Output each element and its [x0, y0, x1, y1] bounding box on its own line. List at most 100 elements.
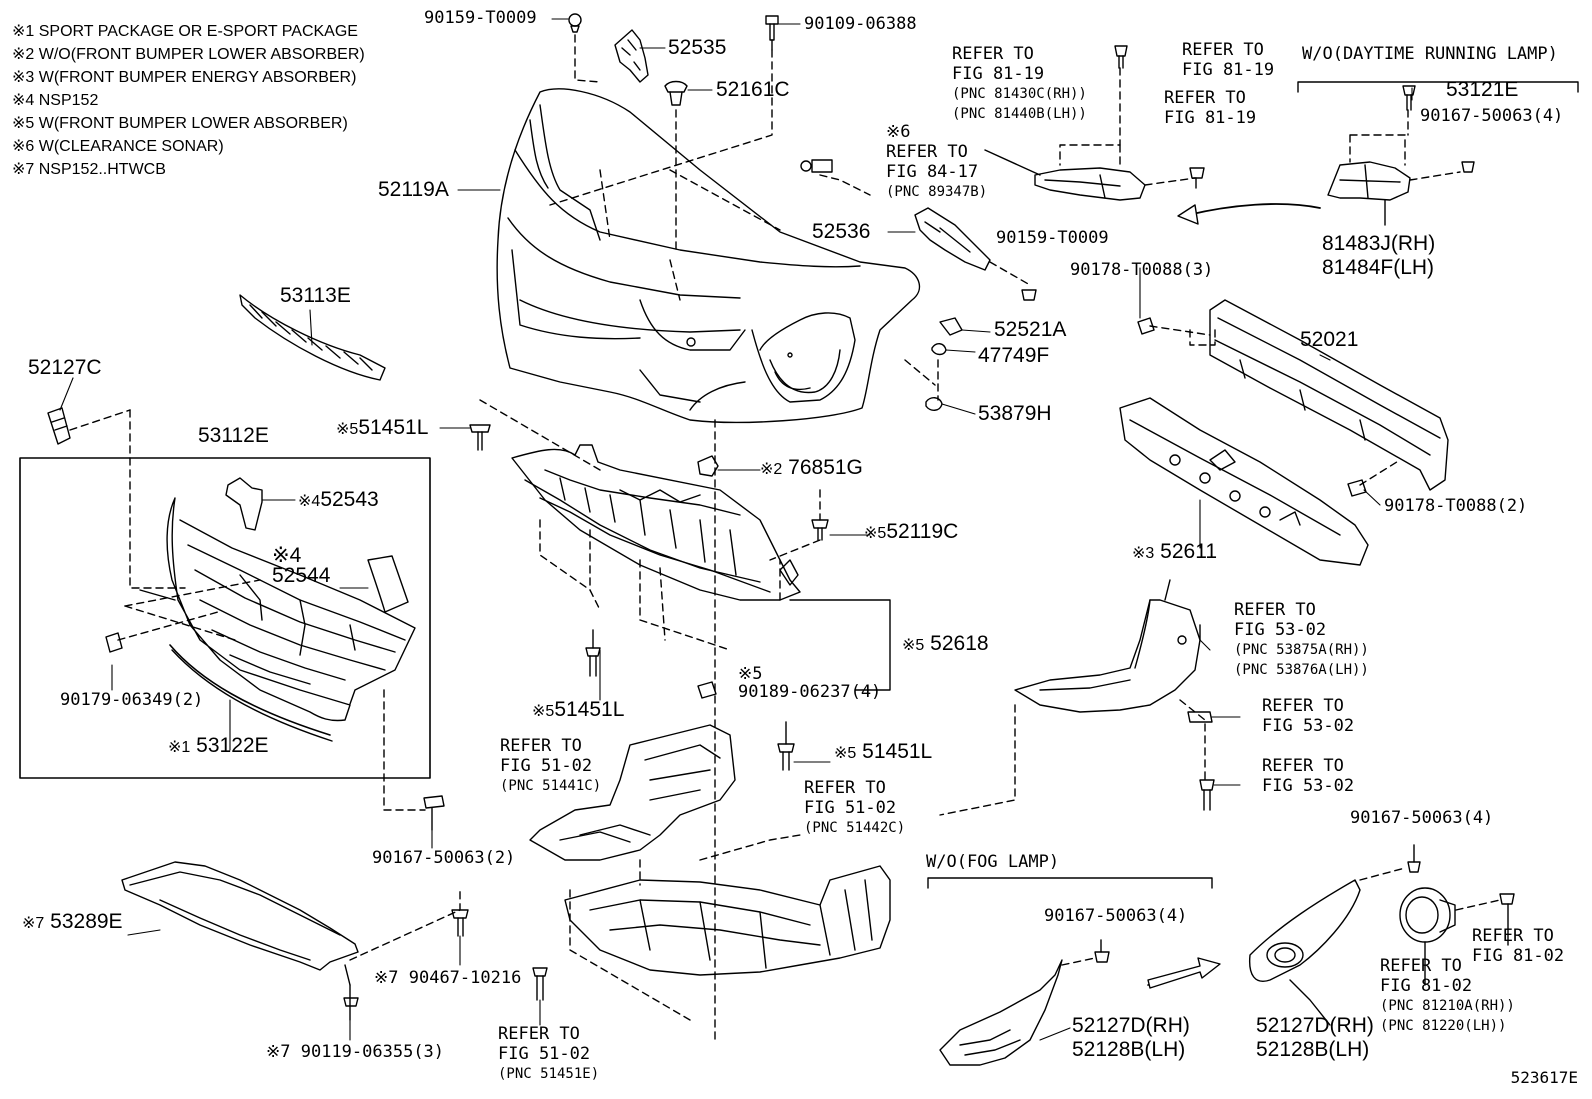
label-90179: 90179-06349(2) [60, 690, 204, 710]
label-51451L-low-number: 51451L [862, 740, 933, 763]
grille-53113E-drawing [239, 294, 386, 381]
cover-53289E-drawing [121, 861, 469, 1021]
note-4: ※4 NSP152 [12, 92, 99, 109]
note-7: ※7 NSP152..HTWCB [12, 161, 166, 178]
label-90167-drl: 90167-50063(4) [1420, 106, 1564, 126]
label-90178-a: 90178-T0088(3) [1070, 260, 1214, 280]
label-53122E-number: 53122E [196, 734, 269, 757]
beam-52021-drawing [1137, 299, 1449, 497]
ref-51-02-c[interactable]: REFER TO FIG 51-02 (PNC 51451E) [498, 1024, 599, 1084]
note-marker: ※5 [864, 525, 887, 542]
clips-52521A-47749F-53879H-drawing [904, 317, 963, 411]
ref-53-02-b[interactable]: REFER TO FIG 53-02 [1262, 696, 1354, 736]
clip-52127C-drawing [47, 407, 186, 589]
ref-line: (PNC 81210A(RH)) [1380, 998, 1515, 1014]
label-81484F: 81484F(LH) [1322, 256, 1435, 279]
note-1: ※1 SPORT PACKAGE OR E-SPORT PACKAGE [12, 23, 358, 40]
ref-84-17[interactable]: ※6 REFER TO FIG 84-17 (PNC 89347B) [886, 122, 987, 202]
label-90189-note: ※5 [738, 664, 763, 684]
label-51451L-top: ※551451L [336, 416, 428, 442]
ref-51-02-b[interactable]: REFER TO FIG 51-02 (PNC 51442C) [804, 778, 905, 838]
note-6: ※6 W(CLEARANCE SONAR) [12, 138, 224, 155]
ref-line: REFER TO [1234, 600, 1316, 620]
label-81483J: 81483J(RH) [1322, 232, 1436, 255]
label-52618: ※5 52618 [902, 632, 989, 658]
ref-line: FIG 81-19 [1164, 108, 1257, 128]
ref-line: REFER TO [1182, 40, 1264, 60]
ref-81-19-a[interactable]: REFER TO FIG 81-19 (PNC 81430C(RH)) (PNC… [952, 44, 1087, 124]
ref-81-02-b[interactable]: REFER TO FIG 81-02 (PNC 81210A(RH)) (PNC… [1380, 956, 1515, 1036]
label-52544-note: ※4 [272, 544, 302, 567]
ref-line: (PNC 51441C) [500, 778, 602, 794]
label-90167-left: 90167-50063(2) [372, 848, 516, 868]
label-90119-number: 90119-06355(3) [300, 1042, 445, 1062]
ref-81-19-b[interactable]: REFER TO FIG 81-19 [1182, 40, 1274, 80]
front-bumper-cover-drawing [496, 88, 921, 424]
label-53122E: ※1 53122E [168, 734, 269, 760]
label-leaders [59, 18, 1413, 1041]
label-52119C: ※552119C [864, 520, 958, 546]
label-90167-fog2: 90167-50063(4) [1350, 808, 1494, 828]
label-52128B-b: 52128B(LH) [1256, 1038, 1370, 1061]
label-53121E: 53121E [1446, 78, 1519, 101]
middle-fasteners-drawing [585, 455, 829, 771]
ref-81-02-a[interactable]: REFER TO FIG 81-02 [1472, 926, 1564, 966]
note-2: ※2 W/O(FRONT BUMPER LOWER ABSORBER) [12, 46, 365, 63]
label-52536: 52536 [812, 220, 871, 243]
ref-51-02-a[interactable]: REFER TO FIG 51-02 (PNC 51441C) [500, 736, 601, 796]
label-52521A: 52521A [994, 318, 1067, 341]
lower-cover-52618-drawing [511, 444, 801, 601]
label-90467-number: 90467-10216 [408, 968, 522, 988]
screw-90167-left-drawing [383, 689, 445, 831]
label-47749F: 47749F [978, 344, 1050, 367]
ref-53-02-a[interactable]: REFER TO FIG 53-02 (PNC 53875A(RH)) (PNC… [1234, 600, 1369, 680]
ref-line: FIG 81-19 [1182, 60, 1275, 80]
label-90467: ※7 90467-10216 [374, 968, 521, 988]
note-5: ※5 W(FRONT BUMPER LOWER ABSORBER) [12, 115, 348, 132]
notes-list: ※1 SPORT PACKAGE OR E-SPORT PACKAGE ※2 W… [12, 20, 365, 181]
note-marker: ※3 [1132, 545, 1155, 562]
ref-line: (PNC 89347B) [886, 184, 988, 200]
label-90189: 90189-06237(4) [738, 682, 882, 702]
label-90159-mid: 90159-T0009 [996, 228, 1109, 248]
ref-line: (PNC 53875A(RH)) [1234, 642, 1369, 658]
label-53113E: 53113E [280, 284, 351, 307]
ref-line: REFER TO [1380, 956, 1462, 976]
label-51451L-mid-number: 51451L [554, 698, 625, 721]
ref-line: (PNC 81440B(LH)) [952, 106, 1087, 122]
drl-group-drawing [1177, 81, 1579, 226]
note-marker: ※5 [532, 703, 555, 720]
label-76851G-number: 76851G [788, 456, 863, 479]
ref-line: REFER TO [498, 1024, 580, 1044]
label-52611-number: 52611 [1160, 540, 1217, 563]
ref-line: FIG 81-02 [1472, 946, 1565, 966]
note-marker: ※7 [374, 968, 399, 988]
ref-81-19-c[interactable]: REFER TO FIG 81-19 [1164, 88, 1256, 128]
undercover-51441C-drawing [529, 724, 736, 861]
note-marker: ※7 [266, 1042, 291, 1062]
ref-53-02-c[interactable]: REFER TO FIG 53-02 [1262, 756, 1354, 796]
ref-line: (PNC 81430C(RH)) [952, 86, 1087, 102]
leader-lines-bottom [569, 834, 801, 1021]
note-marker: ※2 [760, 461, 783, 478]
label-51451L-low: ※5 51451L [834, 740, 932, 766]
ref-line: FIG 81-19 [952, 64, 1045, 84]
liner-53875A-drawing [939, 579, 1215, 816]
ref-line: FIG 81-02 [1380, 976, 1473, 996]
ref-line: REFER TO [1262, 756, 1344, 776]
screw-51451E-drawing [532, 967, 548, 1001]
label-53112E: 53112E [198, 424, 269, 447]
label-90109: 90109-06388 [804, 14, 917, 34]
absorber-52611-drawing [1119, 397, 1369, 566]
label-52544: 52544 [272, 564, 331, 587]
undercover-51442C-drawing [564, 865, 891, 976]
figure-id: 523617E [1510, 1068, 1578, 1087]
label-53289E-number: 53289E [50, 910, 123, 933]
label-52535: 52535 [668, 36, 727, 59]
label-76851G: ※2 76851G [760, 456, 863, 482]
label-52119C-number: 52119C [886, 520, 959, 543]
note-marker: ※4 [298, 493, 321, 510]
label-52127D-a: 52127D(RH) [1072, 1014, 1190, 1037]
label-53879H: 53879H [978, 402, 1052, 425]
ref-line: FIG 84-17 [886, 162, 979, 182]
